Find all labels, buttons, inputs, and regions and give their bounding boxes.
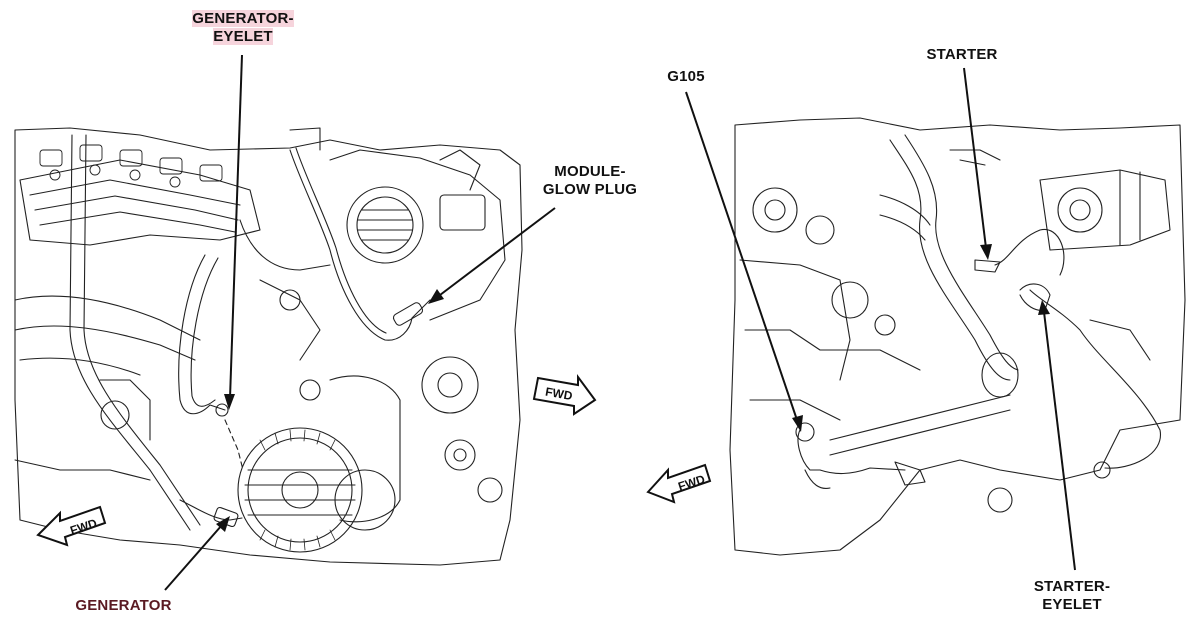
fwd-arrow-left-panel: FWD	[36, 505, 107, 547]
label-g105: G105	[660, 68, 712, 86]
label-starter-text: STARTER	[926, 46, 998, 63]
label-starter-eyelet-line1: STARTER-	[1033, 578, 1111, 595]
label-module-glow-plug-line2: GLOW PLUG	[542, 181, 638, 198]
label-g105-text: G105	[667, 68, 705, 85]
label-starter-eyelet-line2: EYELET	[1042, 596, 1102, 613]
fwd-arrow-center: FWD	[532, 373, 597, 416]
label-generator-eyelet-line2: EYELET	[213, 28, 273, 45]
label-generator-eyelet-line1: GENERATOR-	[192, 10, 294, 27]
label-module-glow-plug: MODULE- GLOW PLUG	[535, 163, 645, 199]
fwd-arrow-right-panel: FWD	[646, 463, 712, 504]
label-starter: STARTER	[914, 46, 1010, 64]
label-generator-text: GENERATOR	[75, 597, 172, 614]
label-starter-eyelet: STARTER- EYELET	[1022, 578, 1122, 614]
fwd-text-center: FWD	[544, 385, 574, 404]
right-engine-drawing	[729, 117, 1186, 556]
label-generator: GENERATOR	[66, 597, 181, 615]
label-generator-eyelet: GENERATOR- EYELET	[183, 10, 303, 46]
left-engine-drawing	[14, 127, 523, 566]
leader-lines	[164, 54, 1076, 591]
label-module-glow-plug-line1: MODULE-	[554, 163, 626, 180]
